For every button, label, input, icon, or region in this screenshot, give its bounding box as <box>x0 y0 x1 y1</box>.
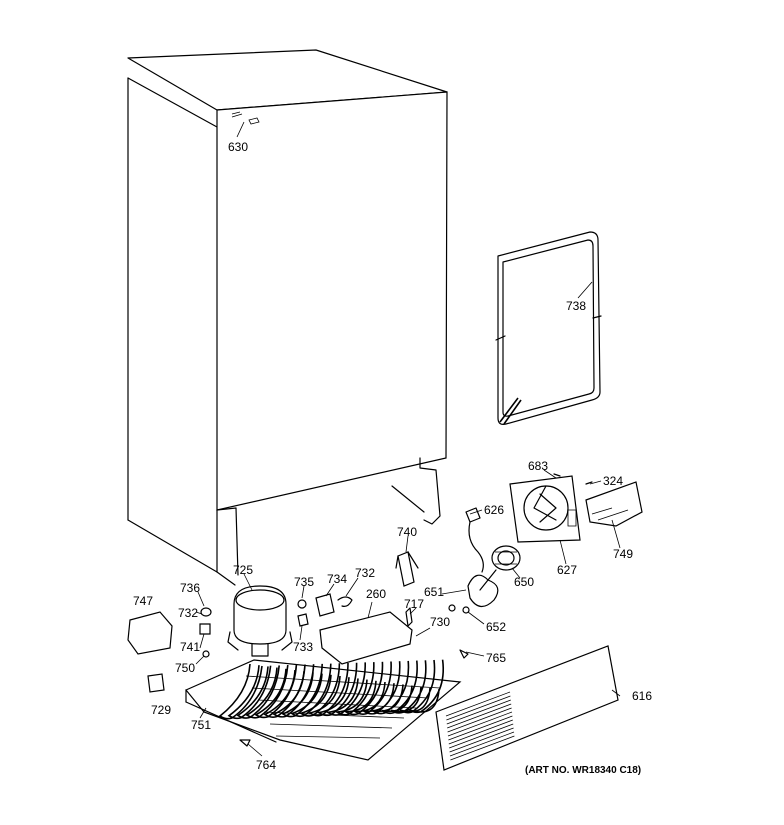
capacitor <box>147 673 165 693</box>
callout-652: 652 <box>486 620 506 634</box>
callout-725: 725 <box>233 563 253 577</box>
callout-747: 747 <box>133 594 153 608</box>
fan-shroud <box>509 475 581 543</box>
grille-slot <box>450 735 515 761</box>
coil-loop <box>227 665 272 720</box>
coil-loop <box>352 661 392 715</box>
fan-motor <box>491 545 521 571</box>
coil-loop <box>218 663 263 720</box>
callout-717: 717 <box>404 597 424 611</box>
coil-loop <box>316 662 358 717</box>
coil-loop <box>372 660 410 715</box>
callout-741: 741 <box>180 640 200 654</box>
callout-738: 738 <box>566 299 586 313</box>
coil-rail <box>251 687 429 699</box>
grille-slot <box>447 703 512 729</box>
callout-733: 733 <box>293 640 313 654</box>
callout-627: 627 <box>557 563 577 577</box>
grille-slot <box>446 699 511 725</box>
rear-grille <box>435 645 619 771</box>
grille-slot <box>447 707 512 733</box>
art-number: (ART NO. WR18340 C18) <box>525 765 641 776</box>
callout-626: 626 <box>484 503 504 517</box>
callout-736: 736 <box>180 581 200 595</box>
coil-rail <box>269 723 393 729</box>
callout-729: 729 <box>151 703 171 717</box>
drain-tray <box>319 611 413 665</box>
coil-loop <box>299 663 341 717</box>
callout-630: 630 <box>228 140 248 154</box>
callout-732-left: 732 <box>178 606 198 620</box>
callout-650: 650 <box>514 575 534 589</box>
coil-rail <box>263 711 405 719</box>
coil-loop <box>408 659 445 714</box>
grille-slot <box>447 711 513 737</box>
coil-loop <box>381 660 418 715</box>
grille-slot <box>448 715 513 741</box>
grille-slot <box>445 691 511 717</box>
grille-slot <box>449 727 514 753</box>
coil-loop <box>399 659 436 714</box>
relay-parts <box>199 593 353 658</box>
grille-slot <box>448 719 513 745</box>
defrost-component <box>395 551 419 587</box>
callout-750: 750 <box>175 661 195 675</box>
callout-730: 730 <box>430 615 450 629</box>
coil-loop <box>236 665 280 719</box>
callout-735: 735 <box>294 575 314 589</box>
callout-734: 734 <box>327 572 347 586</box>
wire-harness <box>465 507 484 573</box>
coil-loop <box>343 661 384 716</box>
callout-740: 740 <box>397 525 417 539</box>
hardware <box>239 473 593 747</box>
grille-slot <box>449 731 515 757</box>
condenser-coil <box>218 659 445 739</box>
coil-loop <box>290 663 332 718</box>
callout-260: 260 <box>366 587 386 601</box>
leader-lines <box>195 121 621 757</box>
callout-765: 765 <box>486 651 506 665</box>
callout-651: 651 <box>424 585 444 599</box>
coil-loop <box>281 663 323 718</box>
coil-loop <box>361 661 401 715</box>
coil-loop <box>334 662 375 716</box>
grille-slot <box>449 723 514 749</box>
callout-683: 683 <box>528 459 548 473</box>
callouts: 630 738 683 324 626 740 749 627 650 725 … <box>133 140 652 776</box>
grille-slot <box>446 695 511 721</box>
compressor <box>227 585 293 657</box>
terminal-cover <box>127 611 173 655</box>
callout-749: 749 <box>613 547 633 561</box>
callout-324: 324 <box>603 474 623 488</box>
fan-blade <box>467 569 499 608</box>
door-gasket <box>495 231 602 425</box>
coil-rail <box>245 675 441 689</box>
coil-loop <box>245 665 289 719</box>
callout-616: 616 <box>632 689 652 703</box>
refrigerator-cabinet <box>127 49 448 586</box>
callout-764: 764 <box>256 758 276 772</box>
coil-rail <box>275 735 381 739</box>
fan-cover <box>585 481 643 527</box>
callout-732-top: 732 <box>355 566 375 580</box>
coil-rail <box>257 699 417 709</box>
callout-751: 751 <box>191 718 211 732</box>
